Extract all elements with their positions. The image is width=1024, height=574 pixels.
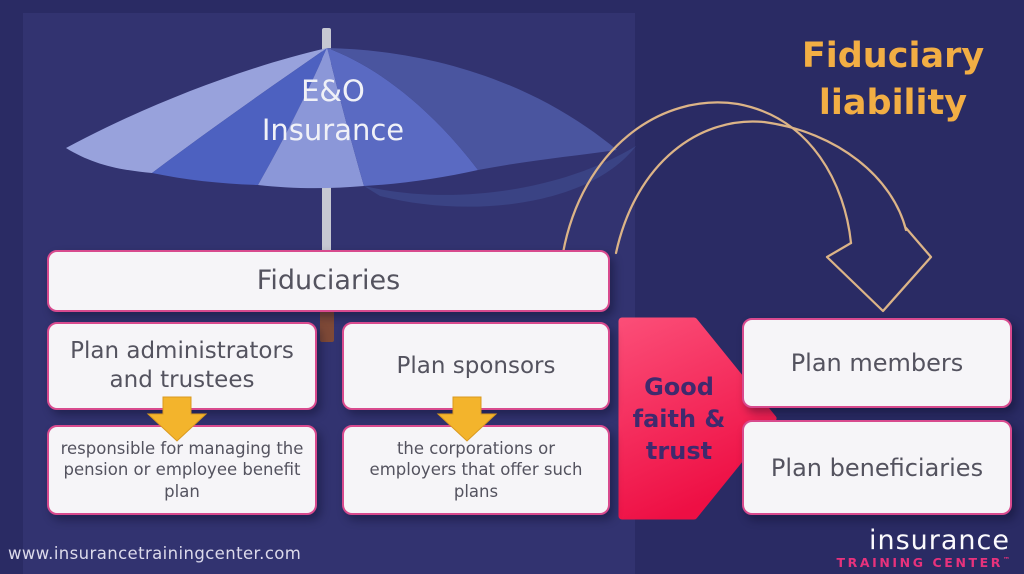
good-faith-label: Good faith & trust <box>621 371 737 467</box>
down-arrow-icon <box>436 396 498 442</box>
plan-sponsors-box: Plan sponsors <box>342 322 610 410</box>
umbrella-icon <box>66 48 617 189</box>
umbrella-segment <box>258 48 364 189</box>
plan-administrators-description: responsible for managing the pension or … <box>60 438 304 501</box>
umbrella-segment <box>327 48 478 186</box>
good-faith-line3: trust <box>645 437 713 465</box>
umbrella-label-line1: E&O <box>301 74 365 108</box>
plan-administrators-description-box: responsible for managing the pension or … <box>47 425 317 515</box>
heading-line2: liability <box>818 83 968 123</box>
fiduciaries-label: Fiduciaries <box>256 265 401 297</box>
good-faith-line2: faith & <box>632 405 726 433</box>
arch-arrow-icon <box>561 101 933 313</box>
heading-line1: Fiduciary <box>801 36 985 76</box>
plan-sponsors-description: the corporations or employers that offer… <box>369 438 583 501</box>
good-faith-arrow-shape <box>618 317 777 520</box>
logo-training-center-text: TRAINING CENTER™ <box>836 555 1010 570</box>
plan-members-box: Plan members <box>742 318 1012 408</box>
arch-arrow-line <box>561 101 853 255</box>
plan-administrators-label: Plan administrators and trustees <box>70 338 294 393</box>
arch-arrow-line <box>614 120 908 255</box>
fiduciaries-box: Fiduciaries <box>47 250 610 312</box>
trademark-symbol: ™ <box>1003 555 1010 564</box>
brand-logo: insurance TRAINING CENTER™ <box>836 527 1010 570</box>
logo-insurance-text: insurance <box>868 525 1010 556</box>
logo-training-center-label: TRAINING CENTER <box>836 555 1003 570</box>
plan-beneficiaries-box: Plan beneficiaries <box>742 420 1012 515</box>
plan-sponsors-label: Plan sponsors <box>396 352 556 379</box>
plan-sponsors-description-box: the corporations or employers that offer… <box>342 425 610 515</box>
plan-administrators-box: Plan administrators and trustees <box>47 322 317 410</box>
fiduciary-liability-heading: Fiduciary liability <box>802 33 984 127</box>
plan-members-label: Plan members <box>790 349 964 377</box>
umbrella-label-line2: Insurance <box>261 113 405 147</box>
umbrella-label: E&O Insurance <box>262 72 404 150</box>
umbrella-segment <box>327 48 617 170</box>
good-faith-line1: Good <box>644 373 714 401</box>
umbrella-segment <box>66 48 327 173</box>
website-url: www.insurancetrainingcenter.com <box>8 544 302 563</box>
down-arrow-icon <box>146 396 208 442</box>
umbrella-underside <box>364 146 636 207</box>
umbrella-segment <box>152 48 327 185</box>
arch-arrowhead <box>825 226 933 313</box>
plan-beneficiaries-label: Plan beneficiaries <box>770 453 984 482</box>
